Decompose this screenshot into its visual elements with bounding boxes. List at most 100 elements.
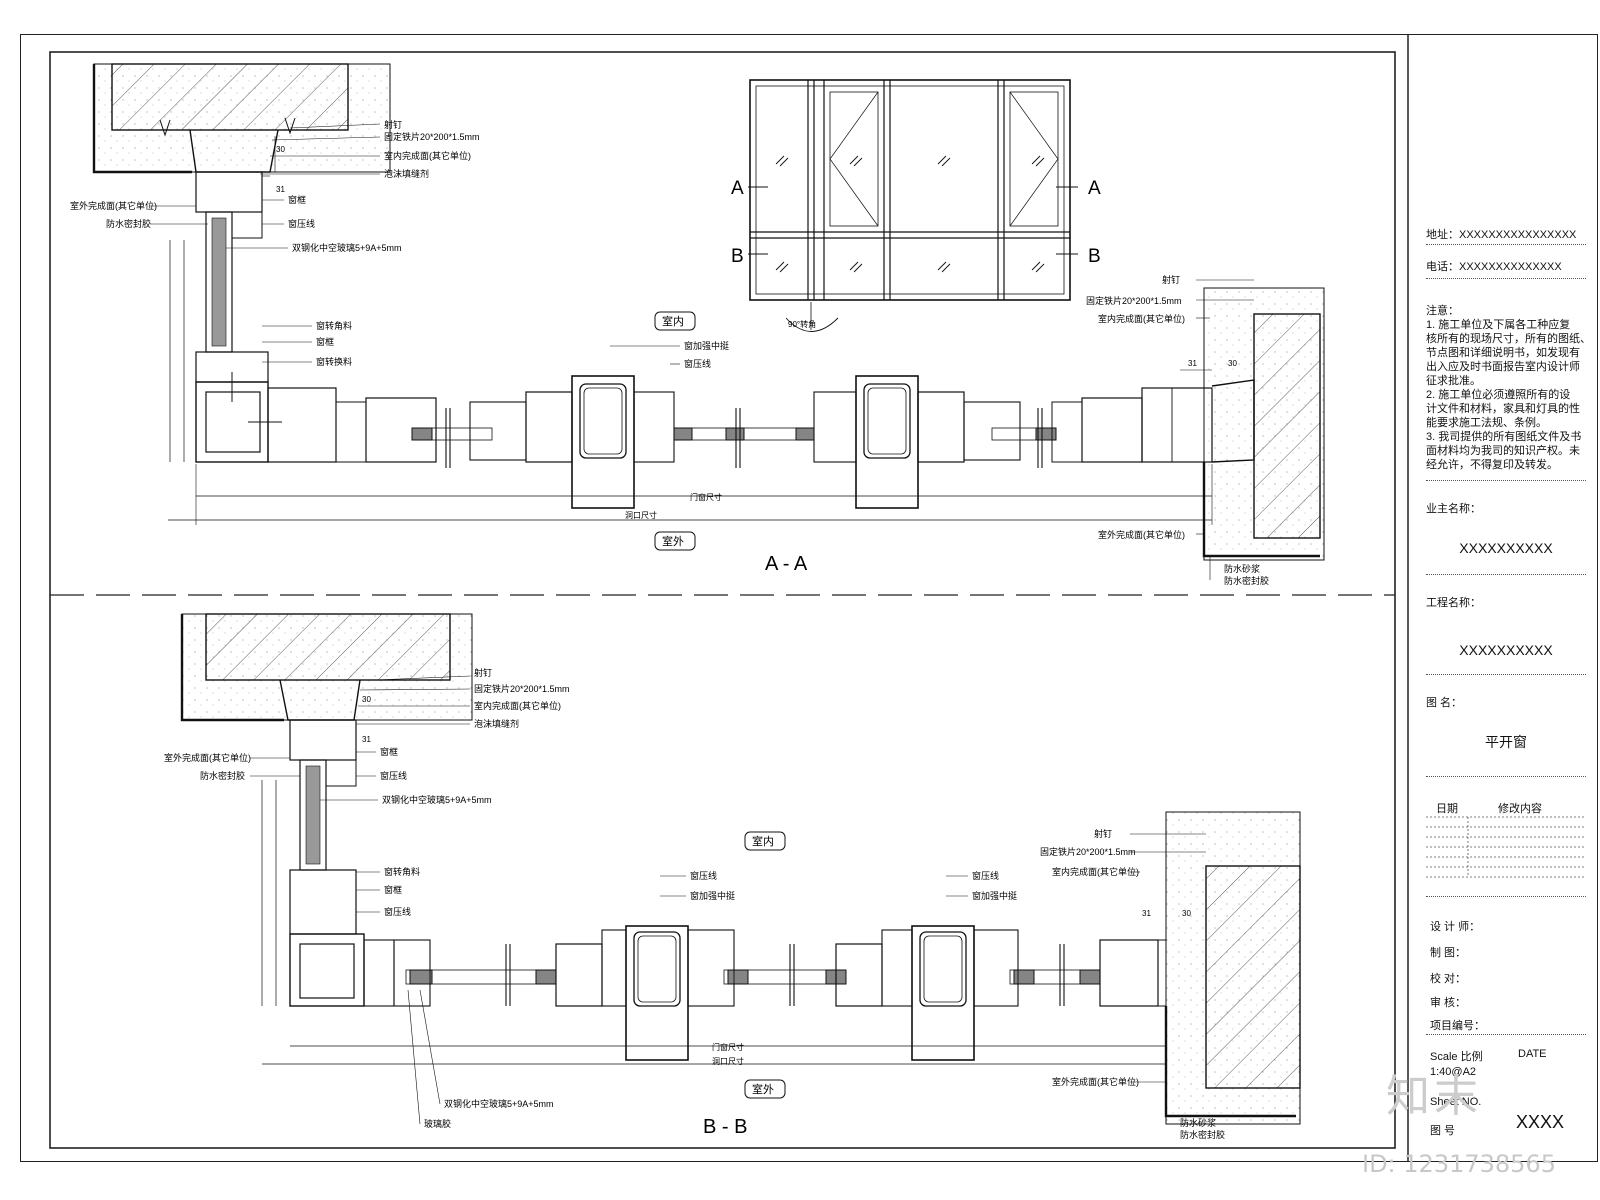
tb-checker: 校 对： — [1430, 973, 1467, 985]
bb-callout-3: 室内完成面(其它单位) — [474, 700, 561, 711]
aa-right-2: 固定铁片20*200*1.5mm — [1086, 295, 1182, 306]
tb-project-no: 项目编号： — [1430, 1020, 1485, 1032]
bb-bottom-1: 双钢化中空玻璃5+9A+5mm — [444, 1098, 554, 1109]
tb-line — [1426, 674, 1586, 675]
aa-title: A - A — [765, 553, 808, 575]
tb-note-4: 出入应及时书面报告室内设计师 — [1426, 361, 1580, 373]
bb-callout-6: 窗压线 — [380, 770, 407, 781]
tb-line — [1426, 776, 1586, 777]
tb-project-value: XXXXXXXXXX — [1459, 642, 1553, 658]
bb-mid2-2: 窗加强中挺 — [972, 890, 1017, 901]
bb-indoor-label: 室内 — [752, 834, 774, 848]
bb-right-1: 射钉 — [1094, 828, 1112, 839]
tb-sheet-no: Sheet NO. — [1430, 1096, 1482, 1108]
aa-outer-1: 室外完成面(其它单位) — [70, 200, 157, 211]
tb-note-11: 经允许，不得复印及转发。 — [1426, 459, 1558, 471]
label-a-right: A — [1088, 178, 1101, 199]
bb-dim-31: 31 — [362, 735, 371, 744]
window-elevation — [748, 79, 1078, 332]
tb-note-9: 3. 我司提供的所有图纸文件及书 — [1426, 431, 1582, 443]
aa-outdoor-label: 室外 — [662, 534, 684, 548]
bb-callout-1: 射钉 — [474, 667, 492, 678]
label-a-left: A — [731, 178, 744, 199]
bb-dim-31-right: 31 — [1142, 909, 1151, 918]
tb-note-2: 核所有的现场尺寸，所有的图纸、 — [1426, 333, 1591, 345]
aa-right-1: 射钉 — [1162, 274, 1180, 285]
bb-callout-8: 窗转角料 — [384, 866, 420, 877]
bb-callout-7: 双钢化中空玻璃5+9A+5mm — [382, 794, 492, 805]
tb-drafter: 制 图： — [1430, 947, 1467, 959]
bb-callout-2: 固定铁片20*200*1.5mm — [474, 683, 570, 694]
tb-note-3: 节点图和详细说明书，如发现有 — [1426, 347, 1580, 359]
bb-dim-30: 30 — [362, 695, 371, 704]
bb-bottom-2: 玻璃胶 — [424, 1118, 451, 1129]
inner-border — [49, 51, 1396, 1149]
bb-right-2: 固定铁片20*200*1.5mm — [1040, 846, 1136, 857]
bb-outdoor-label: 室外 — [752, 1082, 774, 1096]
aa-indoor-label: 室内 — [662, 314, 684, 328]
bb-right-3: 室内完成面(其它单位) — [1052, 866, 1139, 877]
aa-callout-1: 射钉 — [384, 119, 402, 130]
aa-right-4: 室外完成面(其它单位) — [1098, 529, 1185, 540]
bb-callout-10: 窗压线 — [384, 906, 411, 917]
image-id: ID: 1231738565 — [1362, 1150, 1556, 1178]
bb-mid1-1: 窗压线 — [690, 870, 717, 881]
bb-dim-window: 门窗尺寸 — [712, 1042, 744, 1052]
tb-phone: 电话：XXXXXXXXXXXXXX — [1426, 261, 1562, 273]
tb-line — [1426, 244, 1586, 245]
tb-address: 地址：XXXXXXXXXXXXXXXX — [1426, 229, 1577, 241]
bb-title: B - B — [703, 1116, 747, 1138]
tb-drawing-no: 图 号 — [1430, 1125, 1456, 1137]
aa-callout-4: 泡沫填缝剂 — [384, 168, 429, 179]
bb-right-6: 防水密封胶 — [1180, 1129, 1225, 1140]
aa-dim-31: 31 — [276, 185, 285, 194]
aa-callout-2: 固定铁片20*200*1.5mm — [384, 131, 480, 142]
tb-note-5: 征求批准。 — [1426, 375, 1481, 387]
tb-reviewer: 审 核： — [1430, 997, 1467, 1009]
bb-indoor-box — [744, 831, 786, 851]
aa-right-3: 室内完成面(其它单位) — [1098, 313, 1185, 324]
revision-table — [1426, 816, 1586, 878]
bb-mid2-1: 窗压线 — [972, 870, 999, 881]
aa-outdoor-box — [654, 531, 696, 551]
tb-date-label: 日期 — [1436, 803, 1458, 815]
tb-note-10: 面材料均为我司的知识产权。未 — [1426, 445, 1580, 457]
bb-callout-4: 泡沫填缝剂 — [474, 718, 519, 729]
tb-date-col: DATE — [1518, 1048, 1547, 1060]
aa-callout-7: 双钢化中空玻璃5+9A+5mm — [292, 242, 402, 253]
bb-callout-5: 窗框 — [380, 746, 398, 757]
aa-outer-2: 防水密封胶 — [106, 218, 151, 229]
aa-callout-3: 室内完成面(其它单位) — [384, 150, 471, 161]
tb-note-1: 1. 施工单位及下属各工种应复 — [1426, 319, 1571, 331]
aa-dim-opening: 洞口尺寸 — [625, 510, 657, 520]
tb-project-label: 工程名称： — [1426, 597, 1481, 609]
aa-mid-2: 窗压线 — [684, 358, 711, 369]
turn-angle-label: 90°转角 — [788, 319, 816, 329]
aa-indoor-box — [654, 311, 696, 331]
tb-note-8: 能要求施工法规、条例。 — [1426, 417, 1547, 429]
tb-line — [1426, 574, 1586, 575]
aa-right-5: 防水砂浆 — [1224, 563, 1260, 574]
tb-note-7: 计文件和材料，家具和灯具的性 — [1426, 403, 1580, 415]
aa-callout-6: 窗压线 — [288, 218, 315, 229]
aa-dim-31-right: 31 — [1188, 359, 1197, 368]
tb-line — [1426, 896, 1586, 897]
drawing-frame — [20, 34, 1598, 1162]
watermark: 知末 — [1386, 1071, 1482, 1122]
bb-dim-opening: 洞口尺寸 — [712, 1056, 744, 1066]
tb-scale-value: 1:40@A2 — [1430, 1066, 1477, 1078]
tb-note-6: 2. 施工单位必须遵照所有的设 — [1426, 389, 1571, 401]
bb-outer-2: 防水密封胶 — [200, 770, 245, 781]
tb-line — [1426, 1034, 1586, 1035]
tb-line — [1426, 480, 1586, 481]
aa-callout-9: 窗框 — [316, 336, 334, 347]
tb-owner-label: 业主名称： — [1426, 503, 1481, 515]
section-bb-geometry — [180, 613, 1301, 1125]
tb-revision-label: 修改内容 — [1498, 803, 1542, 815]
aa-callout-10: 窗转换料 — [316, 356, 352, 367]
label-b-right: B — [1088, 246, 1101, 267]
label-b-left: B — [731, 246, 744, 267]
tb-owner-value: XXXXXXXXXX — [1459, 540, 1553, 556]
tb-scale-label: Scale 比例 — [1430, 1051, 1483, 1063]
bb-mid1-2: 窗加强中挺 — [690, 890, 735, 901]
